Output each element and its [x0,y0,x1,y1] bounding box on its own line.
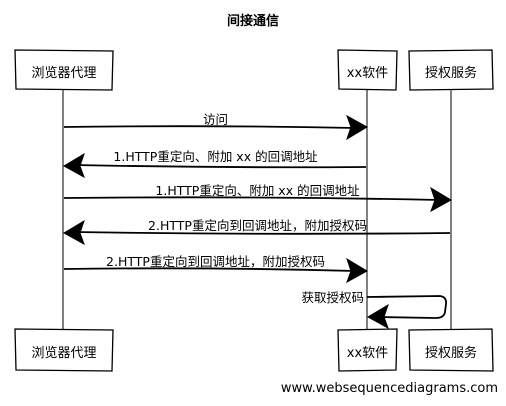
arrow-head-4 [62,219,85,246]
actor-label-auth-bottom: 授权服务 [424,346,477,361]
message-label-1: 访问 [202,112,228,127]
message-label-2: 1.HTTP重定向、附加 xx 的回调地址 [113,149,318,164]
message-label-3: 1.HTTP重定向、附加 xx 的回调地址 [155,183,360,198]
message-label-4: 2.HTTP重定向到回调地址，附加授权码 [148,218,367,233]
actor-label-software-top: xx软件 [346,66,389,81]
actor-box-browser-top [14,49,114,91]
actor-label-auth-top: 授权服务 [424,66,477,81]
arrow-line-5 [63,267,357,272]
actor-box-software-top [337,49,398,91]
arrow-line-3 [63,196,441,201]
arrow-head-3 [430,186,453,213]
actor-label-browser-bottom: 浏览器代理 [31,346,97,361]
arrow-line-1 [63,125,357,129]
actor-box-auth-bottom [408,328,494,372]
actor-box-auth-top [408,49,494,91]
arrow-line-4 [73,231,451,235]
actor-box-software-bottom [337,328,398,372]
arrow-line-2 [73,164,367,169]
actor-box-browser-bottom [14,328,114,372]
arrow-line-6 [366,295,448,319]
footer-credit: www.websequencediagrams.com [280,381,498,396]
arrow-head-2 [62,152,85,179]
actor-label-software-bottom: xx软件 [346,346,389,361]
actor-label-browser-top: 浏览器代理 [31,66,97,81]
diagram-title: 间接通信 [226,14,279,29]
arrow-head-1 [346,114,369,141]
message-label-6: 获取授权码 [301,290,364,305]
message-label-5: 2.HTTP重定向到回调地址，附加授权码 [106,254,325,269]
arrow-head-6 [366,303,389,330]
arrow-head-5 [346,257,369,284]
